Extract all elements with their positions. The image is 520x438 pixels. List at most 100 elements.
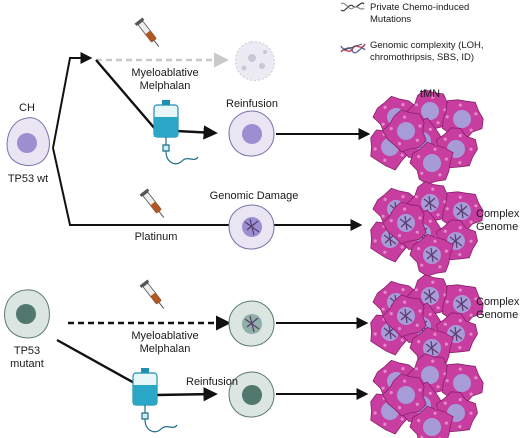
chromosome-damage-mark bbox=[399, 215, 413, 231]
tumor-cell-granule bbox=[420, 171, 424, 175]
tumor-cell-granule bbox=[445, 207, 449, 211]
tumor-cell-granule bbox=[458, 346, 462, 350]
tumor-cell-granule bbox=[444, 249, 448, 253]
legend-label-complexity: Genomic complexity (LOH, chromothripsis,… bbox=[370, 40, 484, 63]
tumor-cell-granule bbox=[469, 147, 473, 151]
damaged-tp53-cell bbox=[228, 300, 275, 347]
tumor-cell-granule bbox=[433, 411, 437, 415]
tumor-cell-granule bbox=[458, 161, 462, 165]
tumor-cell-granule bbox=[433, 332, 437, 336]
tumor-cell-granule bbox=[400, 245, 404, 249]
tumor-cell-granule bbox=[444, 421, 448, 425]
tumor-cell-nucleus bbox=[423, 418, 441, 436]
tumor-cell-granule bbox=[458, 195, 462, 199]
tumor-cell-granule bbox=[373, 239, 377, 243]
reinfusion-label-top: Reinfusion bbox=[226, 98, 278, 110]
tumor-cell-nucleus bbox=[453, 374, 471, 392]
tumor-cell-granule bbox=[443, 137, 447, 141]
tumor-cell-granule bbox=[443, 401, 447, 405]
tumor-cell-granule bbox=[469, 128, 473, 132]
tumor-cell-granule bbox=[401, 288, 405, 292]
tumor-cell-granule bbox=[383, 197, 387, 201]
tumor-cell-granule bbox=[438, 265, 442, 269]
tumor-cell-granule bbox=[418, 216, 422, 220]
tumor-cell-granule bbox=[469, 332, 473, 336]
tumor-cell-granule bbox=[401, 195, 405, 199]
tumor-cell-granule bbox=[431, 95, 435, 99]
tumor-cell-nucleus bbox=[397, 386, 415, 404]
tumor-cell-nucleus bbox=[423, 154, 441, 172]
tumor-cell-granule bbox=[383, 369, 387, 373]
tumor-cell-granule bbox=[444, 342, 448, 346]
legend-label-mutations: Private Chemo-induced Mutations bbox=[370, 2, 470, 25]
tmn-label: tMN bbox=[419, 88, 441, 100]
tumor-cell-granule bbox=[417, 340, 421, 344]
tumor-cell-granule bbox=[438, 173, 442, 177]
ch-cell bbox=[6, 117, 50, 166]
tmn-cluster bbox=[370, 89, 484, 185]
complex-genome-label-top: Complex Genome bbox=[476, 208, 520, 233]
tmn-cluster-tp53 bbox=[370, 353, 484, 438]
tumor-cell-granule bbox=[436, 213, 440, 217]
tumor-cell-granule bbox=[397, 142, 402, 146]
tumor-cell-granule bbox=[428, 312, 432, 316]
chromosome-damage-mark bbox=[449, 326, 463, 342]
tumor-cell-nucleus bbox=[421, 366, 439, 384]
tumor-cell-granule bbox=[415, 138, 419, 142]
tumor-cell-granule bbox=[436, 121, 440, 125]
melphalan-label-top: Myeloablative Melphalan bbox=[131, 67, 199, 92]
tumor-cell-granule bbox=[383, 290, 387, 294]
tumor-cell-granule bbox=[458, 103, 462, 107]
tumor-cell-granule bbox=[383, 105, 387, 109]
tumor-cell-granule bbox=[474, 376, 478, 380]
chromosome-damage-mark bbox=[425, 340, 439, 356]
tumor-cell-granule bbox=[403, 207, 407, 211]
tumor-cell-granule bbox=[414, 367, 419, 371]
tumor-cell-granule bbox=[474, 297, 478, 301]
tumor-cell-granule bbox=[381, 214, 385, 218]
reinfused-tp53-cell bbox=[228, 371, 275, 418]
reinfusion-label-bottom: Reinfusion bbox=[186, 376, 238, 388]
tumor-cell-granule bbox=[436, 385, 440, 389]
tumor-cell-granule bbox=[417, 155, 421, 159]
tumor-cell-granule bbox=[373, 147, 377, 151]
tumor-cell-granule bbox=[431, 280, 435, 284]
tumor-cell-granule bbox=[469, 392, 473, 396]
tumor-cell-granule bbox=[443, 229, 447, 233]
syringe-icon bbox=[139, 279, 169, 313]
tumor-cell-granule bbox=[436, 306, 440, 310]
tumor-cell-granule bbox=[431, 359, 435, 363]
tumor-cell-granule bbox=[383, 422, 387, 426]
tumor-cell-granule bbox=[381, 386, 385, 390]
ch-cell-label: CH bbox=[19, 102, 35, 114]
tumor-cell-granule bbox=[403, 300, 407, 304]
tumor-cell-granule bbox=[389, 312, 393, 316]
tumor-cell-granule bbox=[414, 103, 419, 107]
tumor-cell-granule bbox=[428, 219, 432, 223]
tumor-cell-granule bbox=[400, 153, 404, 157]
tumor-cell-granule bbox=[389, 219, 393, 223]
tumor-cell-granule bbox=[474, 112, 478, 116]
tumor-cell-granule bbox=[415, 402, 419, 406]
tumor-cell-granule bbox=[414, 288, 419, 292]
tumor-cell-granule bbox=[397, 327, 402, 331]
chromosome-damage-mark bbox=[423, 195, 437, 211]
tumor-cell-granule bbox=[433, 239, 437, 243]
tumor-cell-granule bbox=[458, 288, 462, 292]
damaged-ch-cell bbox=[228, 204, 275, 250]
tumor-cell-granule bbox=[444, 157, 448, 161]
syringe-icon bbox=[134, 17, 164, 51]
complex-genome-cluster-ch bbox=[370, 181, 484, 277]
tumor-cell-granule bbox=[383, 343, 387, 347]
genomic-damage-label: Genomic Damage bbox=[209, 190, 299, 202]
tumor-cell-granule bbox=[397, 406, 402, 410]
complex-genome-cluster-tp53 bbox=[370, 274, 484, 370]
iv-bag-icon bbox=[132, 367, 178, 433]
tumor-cell-granule bbox=[417, 247, 421, 251]
tumor-cell-granule bbox=[458, 134, 462, 138]
tumor-cell-granule bbox=[443, 322, 447, 326]
chromosome-damage-mark bbox=[399, 308, 413, 324]
tumor-cell-granule bbox=[403, 379, 407, 383]
tumor-cell-granule bbox=[400, 338, 404, 342]
